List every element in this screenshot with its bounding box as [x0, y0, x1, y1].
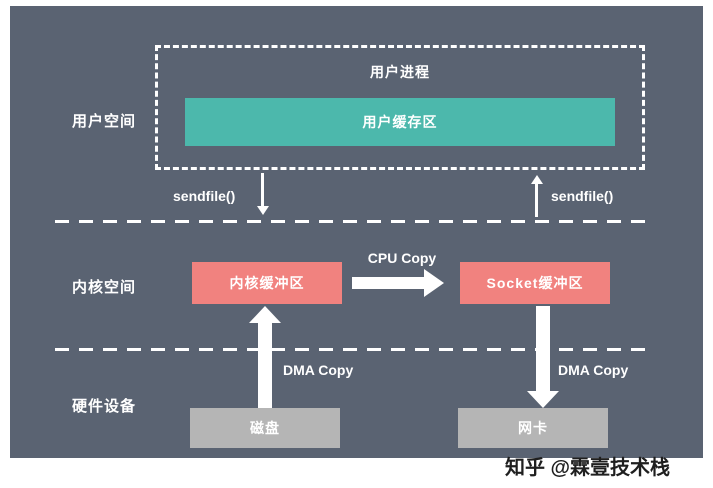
- user-buffer-node: 用户缓存区: [185, 98, 615, 146]
- sendfile-in-arrow-head: [257, 206, 269, 215]
- kernel-buffer-node: 内核缓冲区: [192, 262, 342, 304]
- section-label-hardware: 硬件设备: [72, 398, 137, 415]
- sendfile-out-arrow-head: [531, 175, 543, 184]
- sendfile-in-label: sendfile(): [173, 188, 236, 204]
- separator-kernel-hardware: [55, 348, 655, 351]
- cpu-copy-arrow-head: [424, 269, 444, 297]
- diagram-background: [10, 6, 703, 458]
- dma-copy-nic-arrow-head: [527, 391, 559, 408]
- section-label-kernel-space: 内核空间: [72, 279, 137, 296]
- section-label-user-space: 用户空间: [72, 113, 137, 130]
- watermark-text: 知乎 @霖壹技术栈: [505, 457, 671, 479]
- cpu-copy-label: CPU Copy: [367, 250, 437, 266]
- user-process-label: 用户进程: [370, 64, 430, 80]
- sendfile-out-label: sendfile(): [551, 188, 614, 204]
- socket-buffer-node: Socket缓冲区: [460, 262, 610, 304]
- dma-copy-nic-label: DMA Copy: [558, 362, 629, 378]
- cpu-copy-arrow-shaft: [352, 277, 424, 289]
- dma-copy-disk-arrow-head: [249, 306, 281, 323]
- nic-node: 网卡: [458, 408, 608, 448]
- user-space-container: [155, 45, 645, 170]
- dma-copy-disk-arrow-shaft: [258, 322, 272, 408]
- disk-node: 磁盘: [190, 408, 340, 448]
- dma-copy-disk-label: DMA Copy: [283, 362, 354, 378]
- dma-copy-nic-arrow-shaft: [536, 306, 550, 392]
- sendfile-in-arrow-shaft: [261, 173, 264, 207]
- sendfile-out-arrow-shaft: [535, 184, 538, 217]
- separator-user-kernel: [55, 220, 655, 223]
